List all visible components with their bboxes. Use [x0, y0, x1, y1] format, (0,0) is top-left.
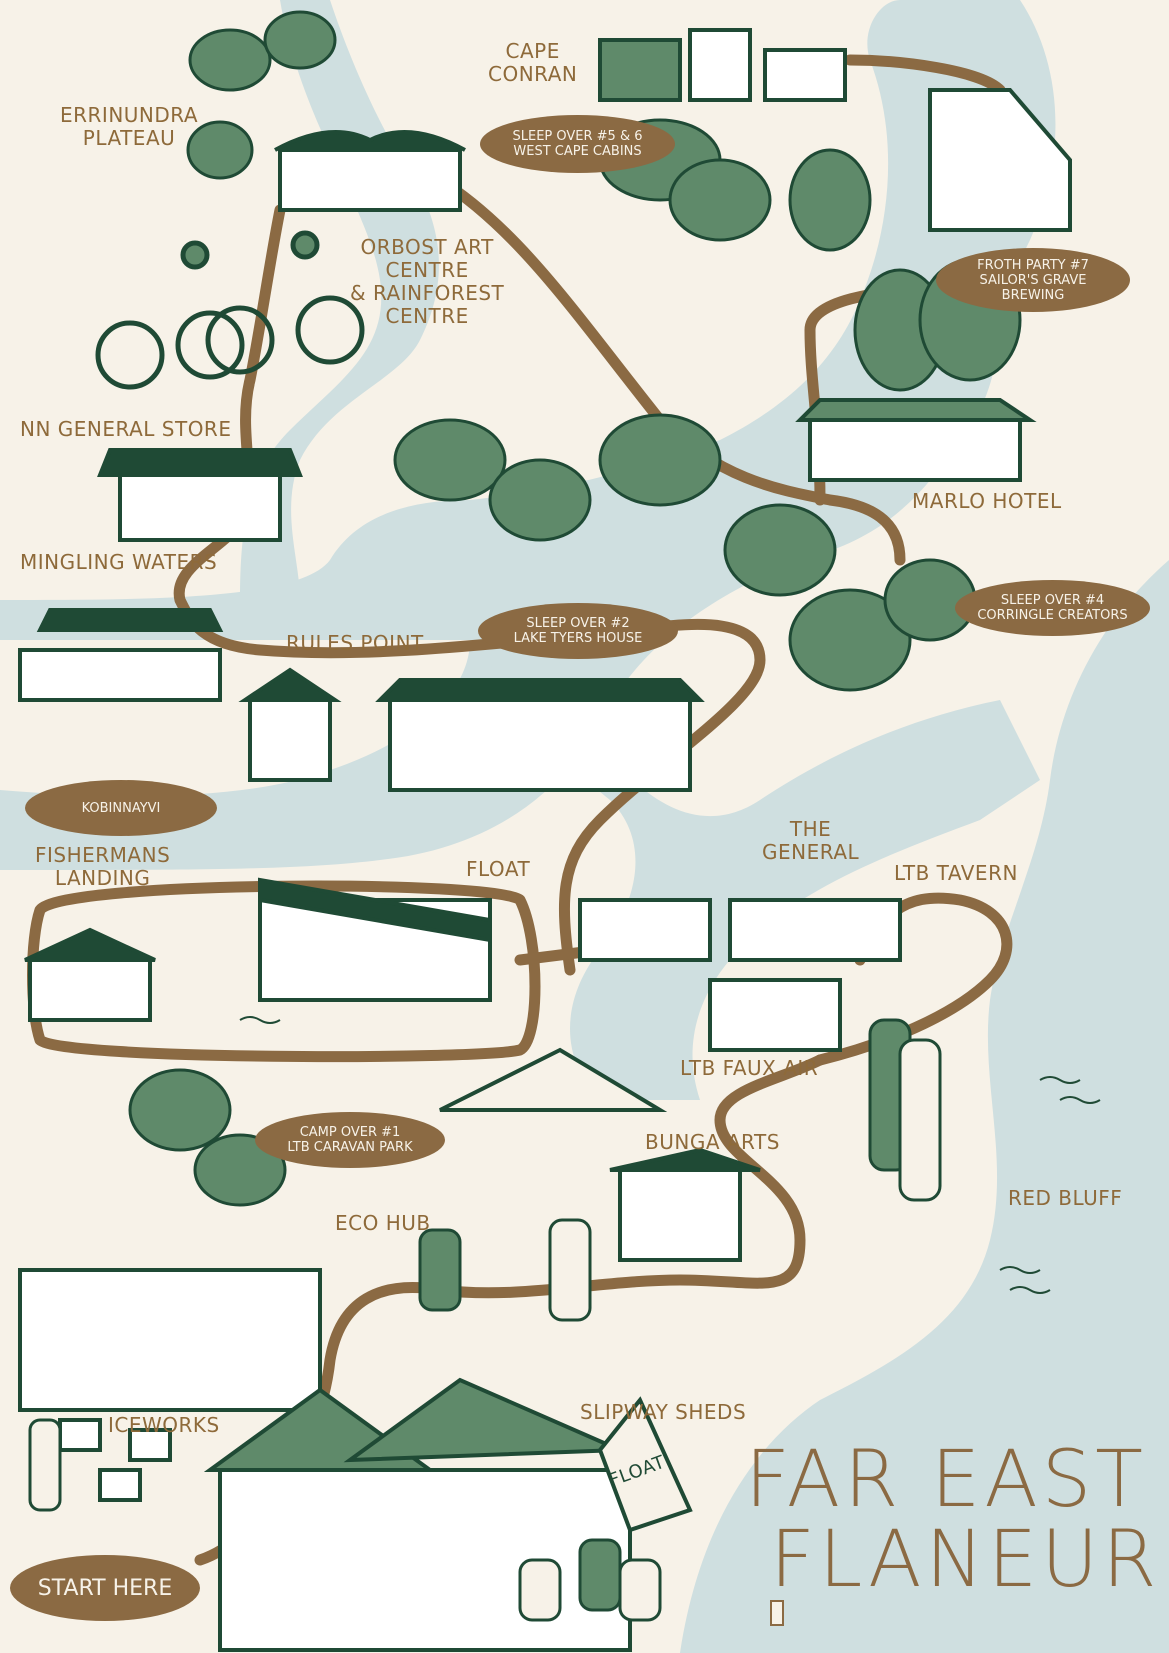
pill-line: CAMP OVER #1 [299, 1125, 401, 1140]
label-line: CONRAN [488, 62, 578, 86]
label-marlo-hotel: MARLO HOTEL [912, 489, 1062, 513]
pill-line: WEST CAPE CABINS [513, 144, 642, 159]
label-cape-conran: CAPE CONRAN [488, 40, 577, 86]
stay-sleep-over-2[interactable]: SLEEP OVER #2 LAKE TYERS HOUSE [478, 603, 678, 659]
pill-line: SLEEP OVER #4 [1000, 593, 1105, 608]
stay-froth-party-7[interactable]: FROTH PARTY #7 SAILOR'S GRAVE BREWING [936, 248, 1130, 312]
pill-line: KOBINNAYVI [81, 800, 161, 816]
label-line: THE [789, 817, 832, 841]
label-float: FLOAT [466, 857, 531, 881]
label-eco-hub: ECO HUB [335, 1211, 431, 1235]
label-nn-general-store: NN GENERAL STORE [20, 417, 232, 441]
label-the-general: THE GENERAL [762, 818, 859, 864]
label-line: LANDING [54, 866, 151, 890]
pill-line: LAKE TYERS HOUSE [513, 631, 643, 646]
title-line-1: FAR EAST [745, 1435, 1147, 1525]
title-line-2: FLANEUR [770, 1515, 1161, 1605]
pill-line: SAILOR'S GRAVE [979, 272, 1087, 288]
map-title: FAR EAST FLANEUR [745, 1440, 1160, 1600]
label-ltb-tavern: LTB TAVERN [894, 861, 1018, 885]
stay-sleep-over-4[interactable]: SLEEP OVER #4 CORRINGLE CREATORS [955, 580, 1150, 636]
people [28, 1018, 942, 1622]
start-here-badge[interactable]: START HERE [10, 1555, 200, 1621]
pill-line: LTB CARAVAN PARK [287, 1140, 413, 1155]
label-line: CAPE [505, 39, 560, 63]
label-errinundra: ERRINUNDRA PLATEAU [60, 104, 198, 150]
label-line: FISHERMANS [35, 843, 171, 867]
label-line: & RAINFOREST [350, 281, 505, 305]
label-slipway-sheds: SLIPWAY SHEDS [580, 1400, 747, 1424]
pill-line: SLEEP OVER #5 & 6 [512, 129, 643, 144]
label-ltb-faux-air: LTB FAUX AIR [680, 1056, 819, 1080]
label-rules-point: RULES POINT [286, 631, 424, 655]
label-red-bluff: RED BLUFF [1008, 1186, 1123, 1210]
label-line: CENTRE [385, 304, 469, 328]
waves [239, 1016, 1101, 1294]
pill-line: FROTH PARTY #7 [977, 257, 1089, 273]
stay-camp-over-1[interactable]: CAMP OVER #1 LTB CARAVAN PARK [255, 1112, 445, 1168]
stay-blank-badge[interactable]: KOBINNAYVI [25, 780, 217, 836]
trees [128, 10, 1022, 1207]
label-iceworks: ICEWORKS [108, 1413, 220, 1437]
small-marker [770, 1600, 784, 1626]
label-fishermans-landing: FISHERMANS LANDING [35, 844, 170, 890]
label-line: ERRINUNDRA [60, 103, 199, 127]
pill-line: CORRINGLE CREATORS [977, 608, 1128, 623]
label-line: CENTRE [385, 258, 469, 282]
label-line: ORBOST ART [360, 235, 494, 259]
buildings [18, 28, 1072, 1652]
stay-sleep-over-5-6[interactable]: SLEEP OVER #5 & 6 WEST CAPE CABINS [480, 115, 675, 173]
label-bunga-arts: BUNGA ARTS [645, 1130, 780, 1154]
label-line: PLATEAU [82, 126, 176, 150]
pill-line: BREWING [1001, 287, 1065, 303]
pill-line: SLEEP OVER #2 [526, 616, 630, 631]
label-mingling-waters: MINGLING WATERS [20, 550, 218, 574]
label-orbost: ORBOST ART CENTRE & RAINFOREST CENTRE [350, 236, 504, 328]
label-line: GENERAL [762, 840, 860, 864]
cyclists [95, 230, 365, 390]
